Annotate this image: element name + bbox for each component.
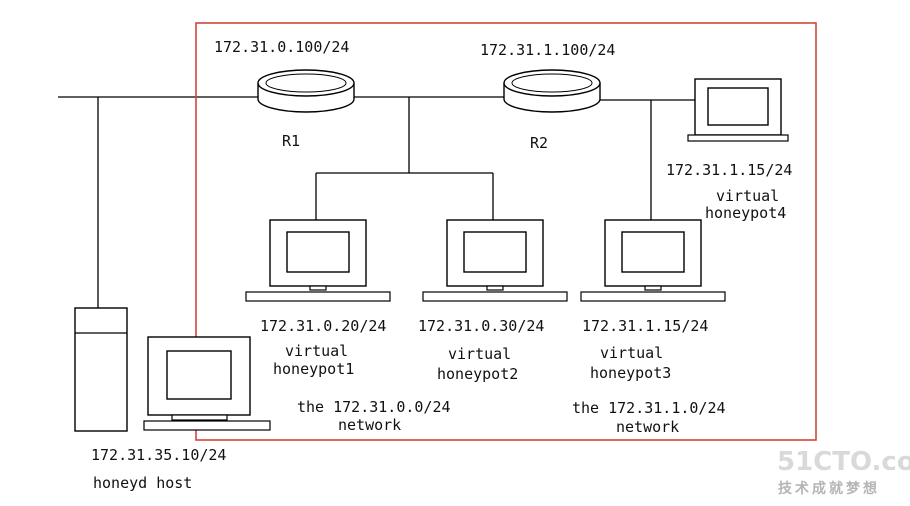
honeypot1-ip: 172.31.0.20/24	[260, 317, 386, 335]
network0-label-line1: the 172.31.0.0/24	[297, 398, 451, 416]
network0-label-line2: network	[338, 416, 401, 434]
watermark: 51CTO.com 技术成就梦想	[777, 447, 910, 497]
router-r1: 172.31.0.100/24 R1	[214, 38, 355, 150]
honeyd-host: 172.31.35.10/24 honeyd host	[74, 307, 271, 492]
honeypot3-label-line2: honeypot3	[590, 364, 671, 382]
honeypot1-label-line1: virtual	[285, 342, 348, 360]
honeypot4-label-line1: virtual	[716, 187, 779, 205]
honeynet-boundary	[195, 22, 817, 441]
watermark-tagline: 技术成就梦想	[778, 480, 880, 497]
router-r2-name: R2	[530, 134, 548, 152]
honeypot4-label-line2: honeypot4	[705, 204, 786, 222]
honeypot2-monitor-icon	[422, 219, 568, 302]
honeypot3-label-line1: virtual	[600, 344, 663, 362]
honeypot1-label-line2: honeypot1	[273, 360, 354, 378]
honeypot2-label-line2: honeypot2	[437, 365, 518, 383]
honeypot2: 172.31.0.30/24 virtual honeypot2	[418, 219, 568, 383]
network1-label-line1: the 172.31.1.0/24	[572, 399, 726, 417]
honeypot3: 172.31.1.15/24 virtual honeypot3	[580, 219, 726, 382]
honeypot3-ip: 172.31.1.15/24	[582, 317, 708, 335]
network-links	[58, 96, 695, 308]
honeypot2-label-line1: virtual	[448, 345, 511, 363]
router-r2-ip: 172.31.1.100/24	[480, 41, 615, 59]
router-r1-name: R1	[282, 132, 300, 150]
honeypot4-base	[687, 134, 789, 142]
host-name: honeyd host	[93, 474, 192, 492]
host-monitor-icon	[143, 336, 271, 431]
tower-icon	[74, 307, 128, 432]
honeypot3-monitor-icon	[580, 219, 726, 302]
honeypot4-ip: 172.31.1.15/24	[666, 161, 792, 179]
router-r1-ip: 172.31.0.100/24	[214, 38, 349, 56]
router-r2-icon	[503, 69, 601, 113]
host-ip: 172.31.35.10/24	[91, 446, 226, 464]
honeypot1: 172.31.0.20/24 virtual honeypot1	[245, 219, 391, 378]
honeypot4-screen	[707, 87, 769, 126]
router-r1-icon	[257, 69, 355, 113]
network1-label-line2: network	[616, 418, 679, 436]
router-r2: 172.31.1.100/24 R2	[480, 41, 615, 152]
honeypot4: 172.31.1.15/24 virtual honeypot4	[666, 78, 792, 222]
watermark-brand: 51CTO.com	[777, 447, 910, 477]
honeypot2-ip: 172.31.0.30/24	[418, 317, 544, 335]
honeypot1-monitor-icon	[245, 219, 391, 302]
